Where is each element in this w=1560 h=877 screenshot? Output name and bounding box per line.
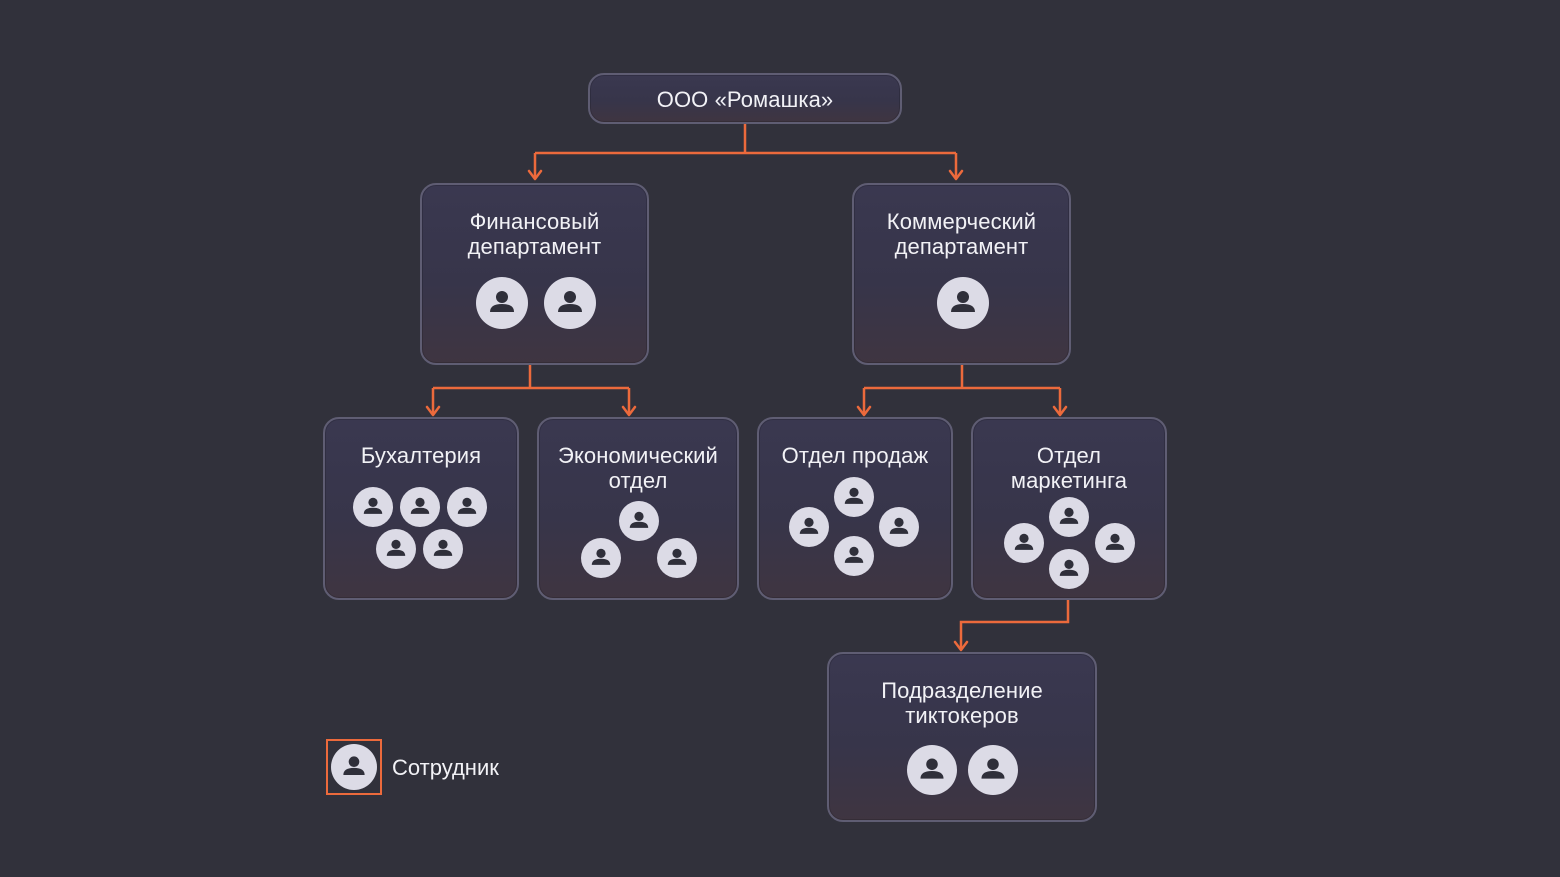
connector-commercial-units bbox=[862, 364, 1062, 413]
node-finance-title: Финансовый департамент bbox=[467, 209, 602, 259]
node-marketing-title: Отдел маркетинга bbox=[1010, 443, 1128, 493]
node-sales-title: Отдел продаж bbox=[781, 443, 929, 468]
connector-root-departments bbox=[533, 124, 958, 178]
node-tiktok-title: Подразделение тиктокеров bbox=[881, 678, 1043, 728]
arrowhead bbox=[856, 405, 872, 417]
node-accounting: Бухалтерия bbox=[323, 417, 519, 600]
person-icon bbox=[400, 487, 440, 527]
legend-label: Сотрудник bbox=[392, 755, 499, 780]
node-finance-department: Финансовый департамент bbox=[420, 183, 649, 365]
person-icon bbox=[657, 538, 697, 578]
arrowhead bbox=[621, 405, 637, 417]
legend-employee-swatch bbox=[326, 739, 382, 795]
node-company-title: ООО «Ромашка» bbox=[656, 87, 834, 112]
person-icon bbox=[834, 536, 874, 576]
person-icon bbox=[907, 745, 957, 795]
person-icon bbox=[447, 487, 487, 527]
arrowhead bbox=[527, 169, 543, 181]
connector-finance-units bbox=[431, 364, 631, 413]
node-accounting-title: Бухалтерия bbox=[360, 443, 482, 468]
node-commercial-title: Коммерческий департамент bbox=[886, 209, 1037, 259]
person-icon bbox=[476, 277, 528, 329]
arrowhead bbox=[425, 405, 441, 417]
person-icon bbox=[789, 507, 829, 547]
node-marketing-department: Отдел маркетинга bbox=[971, 417, 1167, 600]
person-icon bbox=[353, 487, 393, 527]
node-company: ООО «Ромашка» bbox=[588, 73, 902, 124]
arrowhead bbox=[953, 640, 969, 652]
person-icon bbox=[619, 501, 659, 541]
arrowhead bbox=[948, 169, 964, 181]
node-sales-department: Отдел продаж bbox=[757, 417, 953, 600]
connector-marketing-tiktok bbox=[959, 600, 1070, 648]
person-icon bbox=[1049, 497, 1089, 537]
node-economics-department: Экономический отдел bbox=[537, 417, 739, 600]
node-commercial-department: Коммерческий департамент bbox=[852, 183, 1071, 365]
person-icon bbox=[937, 277, 989, 329]
person-icon bbox=[331, 744, 377, 790]
person-icon bbox=[879, 507, 919, 547]
person-icon bbox=[1004, 523, 1044, 563]
person-icon bbox=[1095, 523, 1135, 563]
person-icon bbox=[1049, 549, 1089, 589]
node-economics-title: Экономический отдел bbox=[558, 443, 718, 493]
arrowhead bbox=[1052, 405, 1068, 417]
node-tiktok-subdivision: Подразделение тиктокеров bbox=[827, 652, 1097, 822]
person-icon bbox=[423, 529, 463, 569]
person-icon bbox=[376, 529, 416, 569]
person-icon bbox=[544, 277, 596, 329]
person-icon bbox=[834, 477, 874, 517]
person-icon bbox=[968, 745, 1018, 795]
person-icon bbox=[581, 538, 621, 578]
